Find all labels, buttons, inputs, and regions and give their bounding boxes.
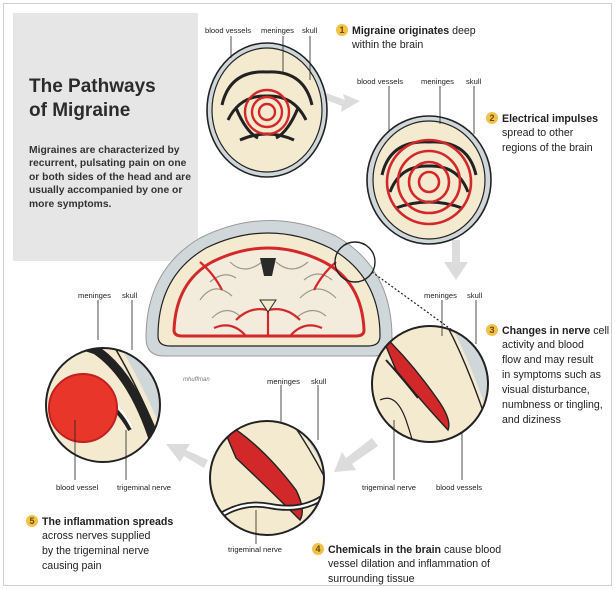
step-3-line-7: and diziness	[502, 414, 561, 428]
step-1-line-2: within the brain	[352, 39, 423, 53]
arrow-2-3	[444, 240, 468, 280]
label-blood-vessel-5: blood vessel	[56, 483, 98, 492]
label-meninges-5: meninges	[78, 291, 111, 300]
step-3-text: cell	[590, 325, 609, 337]
step-1-badge: 1	[336, 24, 348, 36]
step-2-line-2: spread to other	[502, 127, 573, 141]
step-5-heading: The inflammation spreads	[42, 516, 173, 528]
step-3-line-2: activity and blood	[502, 339, 584, 353]
label-trigeminal-nerve-5: trigeminal nerve	[117, 483, 171, 492]
step-2-line-3: regions of the brain	[502, 142, 593, 156]
step-3-heading: Changes in nerve	[502, 325, 590, 337]
head-step-2	[367, 86, 491, 244]
label-trigeminal-nerve-4: trigeminal nerve	[228, 545, 282, 554]
step-2-heading: Electrical impulses	[502, 113, 598, 125]
label-blood-vessels-1: blood vessels	[205, 26, 251, 35]
step-4: 4 Chemicals in the brain cause blood	[312, 543, 501, 558]
step-5-line-3: by the trigeminal nerve	[42, 545, 149, 559]
step-3-line-6: numbness or tingling,	[502, 399, 603, 413]
step-4-heading: Chemicals in the brain	[328, 544, 441, 556]
step-2: 2 Electrical impulses	[486, 112, 598, 127]
step-5: 5 The inflammation spreads	[26, 515, 173, 530]
zoom-step-4	[210, 385, 340, 544]
step-3: 3 Changes in nerve cell	[486, 324, 609, 339]
step-4-line-3: surrounding tissue	[328, 573, 415, 587]
step-4-line-2: vessel dilation and inflammation of	[328, 558, 490, 572]
step-4-text: cause blood	[441, 544, 501, 556]
label-meninges-1: meninges	[261, 26, 294, 35]
label-meninges-4: meninges	[267, 377, 300, 386]
step-4-badge: 4	[312, 543, 324, 555]
step-3-line-3: flow and may result	[502, 354, 593, 368]
label-skull-5: skull	[122, 291, 137, 300]
step-5-line-4: causing pain	[42, 560, 102, 574]
label-blood-vessels-2: blood vessels	[357, 77, 403, 86]
step-3-line-5: visual disturbance,	[502, 384, 590, 398]
head-step-1	[207, 36, 327, 177]
label-skull-1: skull	[302, 26, 317, 35]
step-2-badge: 2	[486, 112, 498, 124]
label-trigeminal-nerve-3: trigeminal nerve	[362, 483, 416, 492]
step-1-text: deep	[449, 25, 476, 37]
step-3-line-4: in symptoms such as	[502, 369, 601, 383]
label-skull-2: skull	[466, 77, 481, 86]
label-blood-vessels-3: blood vessels	[436, 483, 482, 492]
step-5-badge: 5	[26, 515, 38, 527]
label-meninges-2: meninges	[421, 77, 454, 86]
arrow-4-5	[166, 444, 208, 468]
step-5-line-2: across nerves supplied	[42, 530, 150, 544]
arrow-3-4	[334, 438, 378, 472]
artist-signature: mhuffman	[183, 377, 210, 383]
step-1-heading: Migraine originates	[352, 25, 449, 37]
label-skull-4: skull	[311, 377, 326, 386]
step-3-badge: 3	[486, 324, 498, 336]
label-meninges-3: meninges	[424, 291, 457, 300]
step-1: 1 Migraine originates deep	[336, 24, 476, 39]
label-skull-3: skull	[467, 291, 482, 300]
